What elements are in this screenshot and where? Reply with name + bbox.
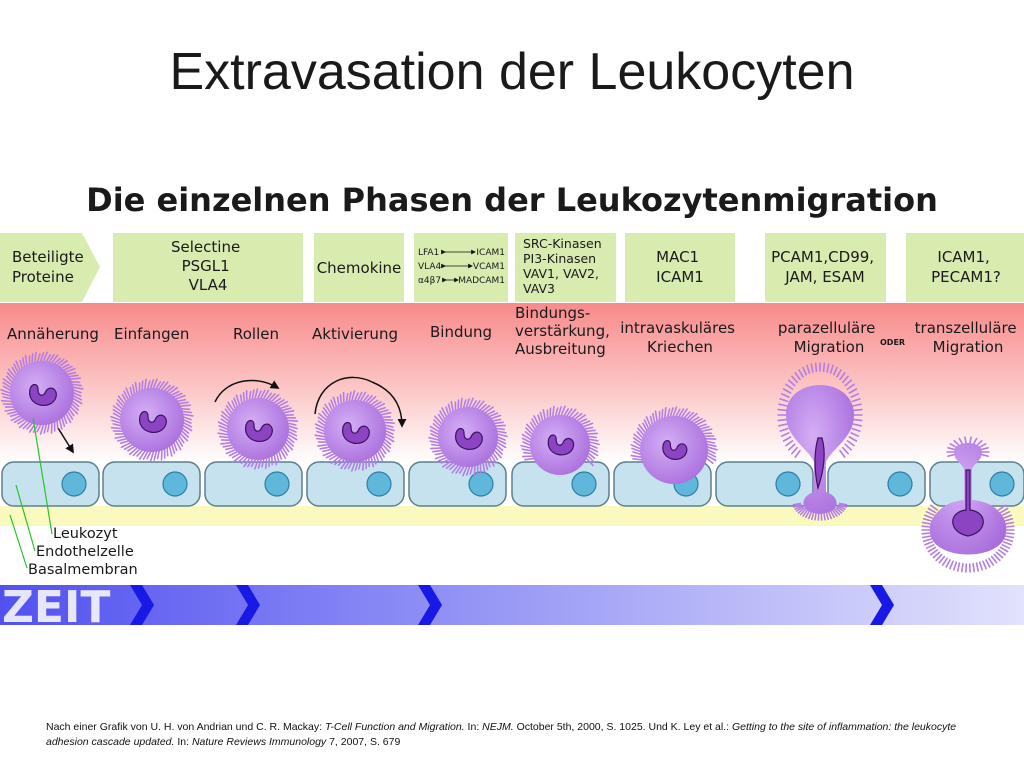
oder-label: ODER	[880, 338, 905, 347]
legend-line-basalmembran	[9, 514, 28, 569]
endothelial-cell	[827, 461, 926, 507]
phase-label-einfangen: Einfangen	[114, 325, 189, 343]
citation: Nach einer Grafik von U. H. von Andrian …	[46, 721, 957, 748]
endothelial-cell	[102, 461, 201, 507]
phase-label-bindung: Bindung	[430, 323, 492, 341]
endothelial-nucleus	[264, 471, 290, 497]
leukocyte	[217, 388, 298, 470]
rolling-arrow-aktivierung-left	[314, 376, 373, 415]
protein-box-integrins: LFA1 ICAM1 VLA4 VCAM1 α4β7 MADCAM1	[414, 233, 508, 302]
phase-label-ausbreitung: Bindungs- verstärkung, Ausbreitung	[515, 304, 615, 358]
leukocyte-nucleus	[245, 419, 273, 442]
phase-label-aktivierung: Aktivierung	[312, 325, 398, 343]
time-chevron	[418, 585, 442, 625]
endothelial-nucleus	[366, 471, 392, 497]
phase-label-transzellulaer: transzelluläre Migration	[915, 319, 1022, 356]
leukocyte-nucleus	[29, 383, 57, 406]
proteins-label: Beteiligte Proteine	[12, 248, 89, 286]
legend: Leukozyt Endothelzelle Basalmembran	[28, 526, 138, 578]
legend-leukozyt: Leukozyt	[53, 526, 118, 542]
endothelial-nucleus	[571, 471, 597, 497]
proteins-label-arrow	[0, 233, 100, 302]
time-bar	[0, 585, 1024, 625]
protein-box-kinasen: SRC-Kinasen PI3-Kinasen VAV1, VAV2, VAV3	[515, 233, 616, 302]
leukocyte-transcellular	[921, 436, 1015, 573]
endothelial-nucleus	[468, 471, 494, 497]
basement-membrane	[0, 506, 1024, 526]
svg-text:MADCAM1: MADCAM1	[458, 276, 505, 286]
endothelial-cell	[204, 461, 303, 507]
legend-line-endothelzelle	[15, 484, 36, 552]
svg-text:Selectine PSGL1 VL: Selectine PSGL1 VLA4	[171, 238, 245, 294]
time-chevron	[236, 585, 260, 625]
protein-box-icam1: ICAM1, PECAM1?	[906, 233, 1024, 302]
svg-text:Chemokine: Chemokine	[317, 259, 402, 277]
time-chevrons	[130, 585, 894, 625]
leukocyte-nucleus	[139, 410, 167, 433]
svg-text:ICAM1: ICAM1	[476, 248, 505, 258]
endothelium	[1, 461, 1024, 507]
svg-text:LFA1: LFA1	[418, 248, 439, 258]
leukocyte-nucleus	[662, 439, 688, 460]
endothelial-cell	[511, 461, 610, 507]
leukocytes	[0, 351, 1015, 573]
leukocyte	[428, 397, 508, 477]
rolling-arrow-rollen	[214, 379, 280, 403]
svg-text:MAC1 ICAM1: MAC1 ICAM1	[656, 248, 704, 286]
legend-basalmembran: Basalmembran	[28, 562, 138, 578]
endothelial-nucleus	[61, 471, 87, 497]
leukocyte-nucleus	[814, 437, 825, 491]
endothelial-nucleus	[775, 471, 801, 497]
endothelial-nucleus	[162, 471, 188, 497]
endothelial-nucleus	[887, 471, 913, 497]
phase-label-rollen: Rollen	[233, 325, 279, 343]
leukocyte-nucleus	[952, 469, 984, 537]
leukocyte-paracellular	[777, 362, 863, 521]
protein-box-selectine: Selectine PSGL1 VLA4	[113, 233, 303, 302]
leukocyte	[110, 378, 194, 462]
leukocyte-nucleus	[455, 427, 483, 450]
legend-line-leukozyt	[32, 417, 53, 535]
svg-text:PCAM1,CD99, JAM, ESAM: PCAM1,CD99, JAM, ESAM	[771, 248, 879, 286]
endothelial-cell	[306, 461, 405, 507]
endothelial-nucleus	[989, 471, 1015, 497]
phase-label-kriechen: intravaskuläres Kriechen	[620, 319, 740, 356]
endothelial-cell	[715, 461, 814, 507]
protein-box-pcam1: PCAM1,CD99, JAM, ESAM	[765, 233, 886, 302]
leukocyte-nucleus	[547, 434, 575, 456]
time-chevron	[870, 585, 894, 625]
svg-text:SRC-Kinasen PI3-Kinasen: SRC-Kinasen PI3-Kinasen VAV1, VAV2, VAV3	[523, 236, 606, 296]
rolling-arrow-aktivierung-right	[371, 381, 407, 428]
svg-text:VLA4: VLA4	[418, 262, 442, 272]
diagram-canvas: Die einzelnen Phasen der Leukozytenmigra…	[0, 181, 1024, 630]
leukocyte	[520, 405, 600, 475]
phase-label-annaeherung: Annäherung	[7, 325, 99, 343]
slide-title: Extravasation der Leukocyten	[169, 43, 855, 101]
svg-text:ICAM1, PECAM1?: ICAM1, PECAM1?	[931, 248, 1001, 286]
endothelial-cell	[408, 461, 507, 507]
svg-text:α4β7: α4β7	[418, 276, 441, 286]
protein-box-mac1: MAC1 ICAM1	[625, 233, 735, 302]
time-chevron	[130, 585, 154, 625]
leukocyte	[0, 351, 84, 435]
legend-endothelzelle: Endothelzelle	[36, 544, 134, 560]
leukocyte	[314, 390, 395, 472]
leukocyte	[630, 406, 718, 484]
migration-diagram: Die einzelnen Phasen der Leukozytenmigra…	[0, 170, 1024, 630]
endothelial-cell	[1, 461, 100, 507]
leukocyte-nucleus	[342, 421, 370, 444]
diagram-heading: Die einzelnen Phasen der Leukozytenmigra…	[86, 181, 938, 219]
protein-box-chemokine: Chemokine	[314, 233, 404, 302]
approach-arrow	[57, 427, 74, 454]
svg-text:VCAM1: VCAM1	[473, 262, 505, 272]
time-label: ZEIT	[2, 582, 110, 630]
phase-label-parazellulaer: parazelluläre Migration	[778, 319, 880, 356]
endothelial-cell	[929, 461, 1024, 507]
